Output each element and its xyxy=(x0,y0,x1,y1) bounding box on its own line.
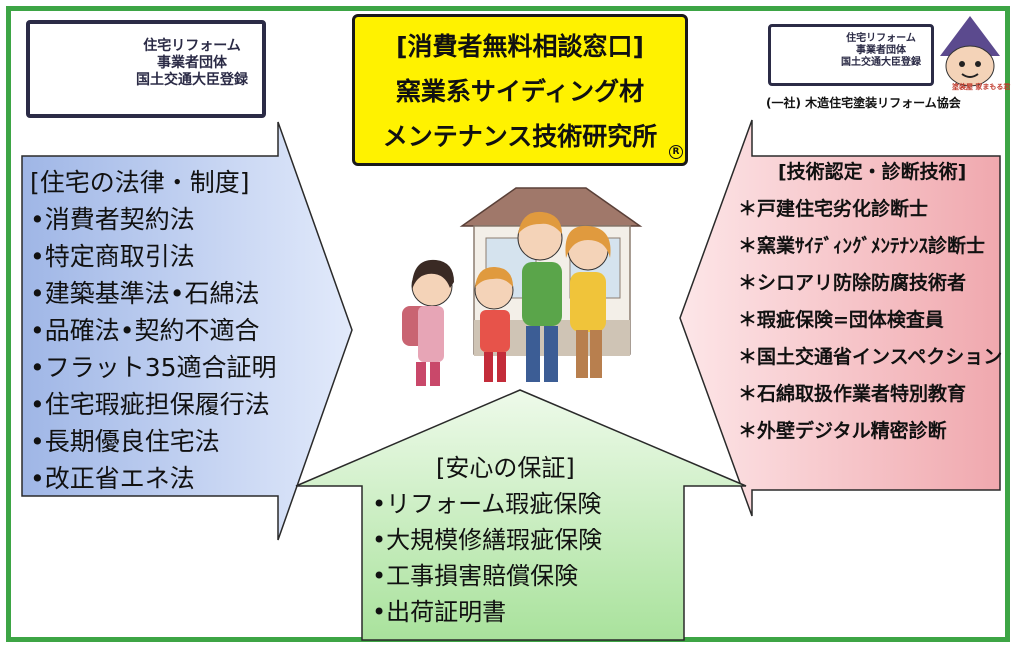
left-list-item: •消費者契約法 xyxy=(30,205,195,234)
badge-line-3: 国土交通大臣登録 xyxy=(136,71,248,88)
association-name: (一社) 木造住宅塗装リフォーム協会 xyxy=(766,96,961,110)
bottom-list-item: •リフォーム瑕疵保険 xyxy=(372,490,602,518)
badge-right-line-1: 住宅リフォーム xyxy=(846,33,916,44)
title-line-3: メンテナンス技術研究所 xyxy=(382,122,658,151)
right-list-item: ＊シロアリ防除防腐技術者 xyxy=(738,272,967,294)
right-list-item: ＊国土交通省インスペクション xyxy=(738,346,1003,368)
badge-line-2: 事業者団体 xyxy=(157,54,227,71)
right-list-item: ＊瑕疵保険=団体検査員 xyxy=(738,309,944,331)
right-list-item: ＊外壁デジタル精密診断 xyxy=(738,420,947,442)
right-list-item: ＊戸建住宅劣化診断士 xyxy=(738,198,929,220)
right-list-item: ＊窯業ｻｲﾃﾞｨﾝｸﾞﾒﾝﾃﾅﾝｽ診断士 xyxy=(738,235,986,257)
right-panel-items: ＊戸建住宅劣化診断士 ＊窯業ｻｲﾃﾞｨﾝｸﾞﾒﾝﾃﾅﾝｽ診断士 ＊シロアリ防除防腐技… xyxy=(738,191,1002,450)
title-line-1: [消費者無料相談窓口] xyxy=(396,32,644,61)
bottom-panel-heading: [安心の保証] xyxy=(436,454,575,482)
left-panel-heading: [住宅の法律・制度] xyxy=(30,168,250,197)
registration-badge-left: 住宅リフォーム 事業者団体 国土交通大臣登録 xyxy=(26,20,266,118)
left-list-item: •フラット35適合証明 xyxy=(30,353,277,382)
title-line-2: 窯業系サイディング材 xyxy=(395,77,645,106)
left-panel-items: •消費者契約法 •特定商取引法 •建築基準法•石綿法 •品確法•契約不適合 •フラット3… xyxy=(30,201,277,497)
mascot-label: 塗装屋 家まもる君 xyxy=(952,83,1011,91)
left-arrow xyxy=(21,121,353,541)
bottom-list-item: •大規模修繕瑕疵保険 xyxy=(372,526,603,554)
badge-right-line-2: 事業者団体 xyxy=(856,45,906,56)
right-panel: [技術認定・診断技術] ＊戸建住宅劣化診断士 ＊窯業ｻｲﾃﾞｨﾝｸﾞﾒﾝﾃﾅﾝｽ診… xyxy=(738,154,1002,450)
badge-right-line-3: 国土交通大臣登録 xyxy=(841,57,921,68)
right-list-item: ＊石綿取扱作業者特別教育 xyxy=(738,383,967,405)
registration-badge-right: 住宅リフォーム 事業者団体 国土交通大臣登録 xyxy=(768,24,934,86)
bottom-list-item: •工事損害賠償保険 xyxy=(372,562,579,590)
right-arrow xyxy=(679,119,1001,517)
registered-mark: R xyxy=(669,145,683,159)
title-box: [消費者無料相談窓口] 窯業系サイディング材 メンテナンス技術研究所 R xyxy=(352,14,688,166)
left-panel: [住宅の法律・制度] •消費者契約法 •特定商取引法 •建築基準法•石綿法 •品確法•… xyxy=(30,164,277,497)
left-list-item: •住宅瑕疵担保履行法 xyxy=(30,390,270,419)
left-list-item: •特定商取引法 xyxy=(30,242,195,271)
left-list-item: •建築基準法•石綿法 xyxy=(30,279,260,308)
bottom-panel-items: •リフォーム瑕疵保険 •大規模修繕瑕疵保険 •工事損害賠償保険 •出荷証明書 xyxy=(372,486,602,630)
bottom-list-item: •出荷証明書 xyxy=(372,598,507,626)
right-panel-heading: [技術認定・診断技術] xyxy=(778,161,967,183)
mascot-icon xyxy=(940,16,1000,87)
left-list-item: •長期優良住宅法 xyxy=(30,427,220,456)
left-list-item: •改正省エネ法 xyxy=(30,464,195,493)
family-house-illustration xyxy=(402,187,643,386)
left-list-item: •品確法•契約不適合 xyxy=(30,316,260,345)
bottom-panel: [安心の保証] •リフォーム瑕疵保険 •大規模修繕瑕疵保険 •工事損害賠償保険 •出荷… xyxy=(372,450,602,630)
bottom-arrow xyxy=(295,389,747,641)
badge-line-1: 住宅リフォーム xyxy=(143,38,241,54)
